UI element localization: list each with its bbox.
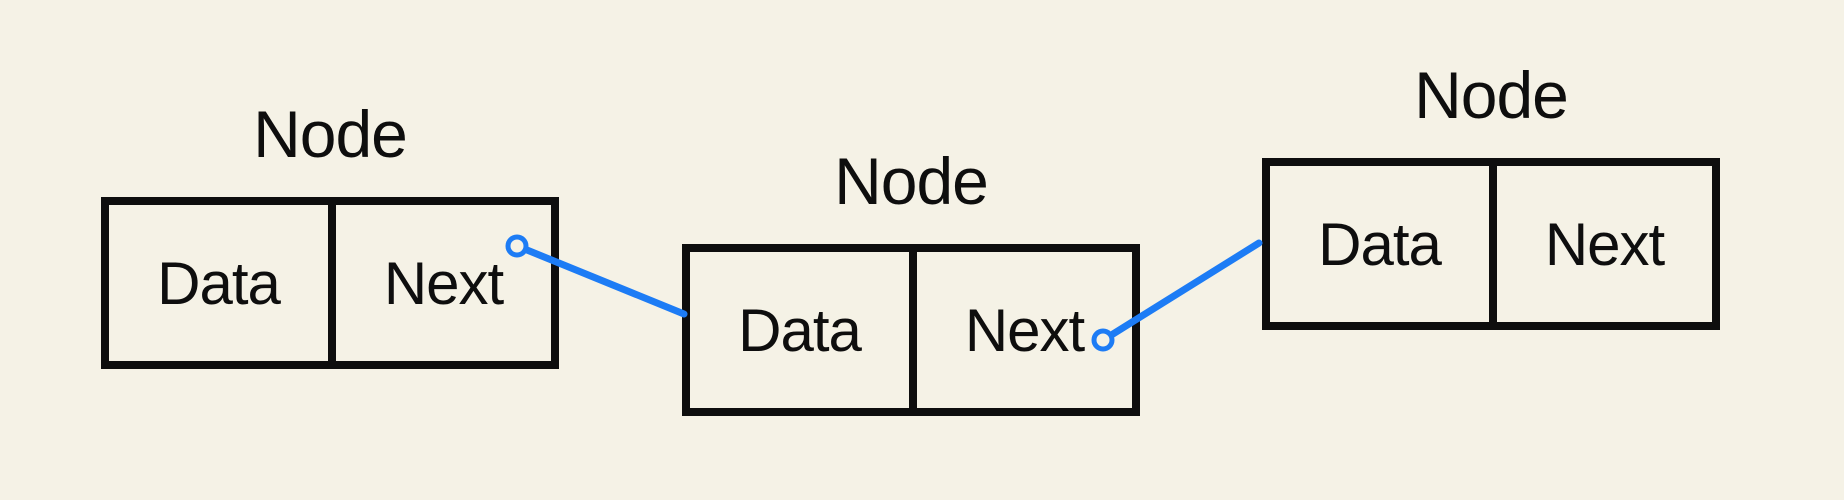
node-2-next-label: Next xyxy=(964,296,1085,364)
node-3-data-cell: Data xyxy=(1270,166,1497,322)
node-2-title: Node xyxy=(834,144,989,218)
node-2-next-cell: Next xyxy=(917,252,1132,408)
node-1-next-label: Next xyxy=(383,249,504,317)
node-1-box: Data Next xyxy=(101,197,559,369)
node-1-title: Node xyxy=(253,97,408,171)
node-3-next-label: Next xyxy=(1544,210,1665,278)
node-3-title: Node xyxy=(1414,58,1569,132)
node-1-next-cell: Next xyxy=(336,205,551,361)
node-2-data-label: Data xyxy=(738,296,862,364)
node-1-data-label: Data xyxy=(157,249,281,317)
node-1-data-cell: Data xyxy=(109,205,336,361)
node-2-box: Data Next xyxy=(682,244,1140,416)
node-3-data-label: Data xyxy=(1318,210,1442,278)
node-2-data-cell: Data xyxy=(690,252,917,408)
node-3-box: Data Next xyxy=(1262,158,1720,330)
node-3-next-cell: Next xyxy=(1497,166,1712,322)
